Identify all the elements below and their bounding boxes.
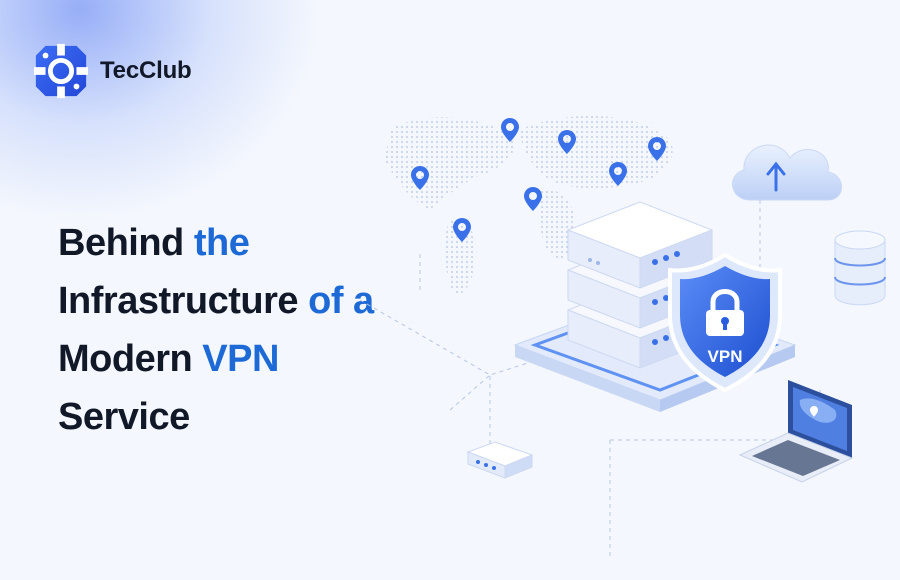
- title-accent-text: of a: [308, 280, 374, 322]
- brand-logo[interactable]: TecClub: [32, 42, 192, 100]
- database-icon: [834, 230, 886, 306]
- title-dark-text: Modern: [58, 338, 203, 380]
- laptop-icon: [738, 380, 854, 483]
- vpn-infrastructure-illustration: VPN: [359, 116, 886, 560]
- title-dark-text: Service: [58, 396, 190, 438]
- router-icon: [466, 441, 534, 479]
- title-line-4: Service: [58, 388, 438, 446]
- background-glow: [0, 0, 320, 220]
- title-dark-text: Behind: [58, 222, 194, 264]
- shield-lock-icon: VPN: [668, 252, 782, 393]
- title-accent-text: the: [193, 222, 250, 264]
- title-line-3: Modern VPN: [58, 330, 438, 388]
- shield-label: VPN: [708, 347, 743, 366]
- title-line-1: Behind the: [58, 214, 438, 272]
- location-pin-icon: [411, 118, 666, 242]
- title-line-2: Infrastructure of a: [58, 272, 438, 330]
- cloud-upload-icon: [732, 144, 842, 201]
- title-dark-text: Infrastructure: [58, 280, 309, 322]
- title-accent-text: VPN: [202, 338, 279, 380]
- logo-icon: [33, 43, 89, 99]
- page-title: Behind the Infrastructure of a Modern VP…: [58, 214, 438, 446]
- brand-name: TecClub: [100, 57, 192, 84]
